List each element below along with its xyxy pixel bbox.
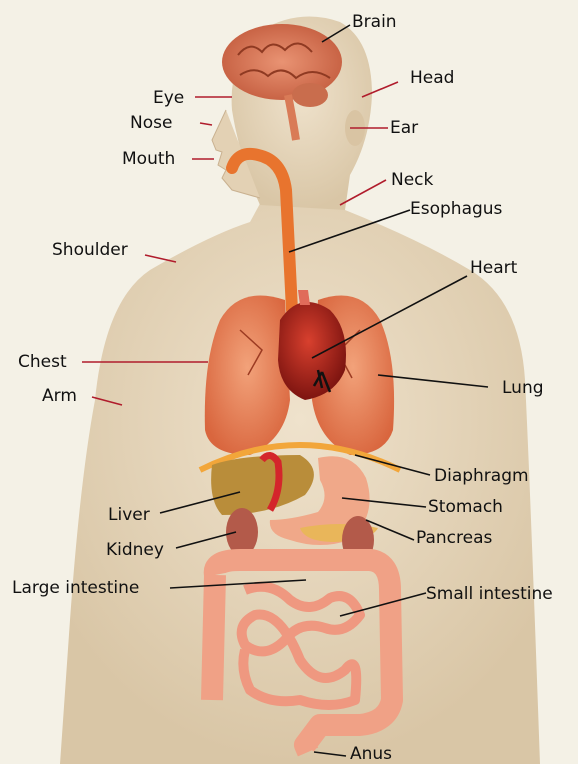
label-liver: Liver xyxy=(108,505,150,525)
label-neck: Neck xyxy=(391,170,433,190)
label-ear: Ear xyxy=(390,118,418,138)
label-lung: Lung xyxy=(502,378,544,398)
label-small-intestine: Small intestine xyxy=(426,584,553,604)
label-mouth: Mouth xyxy=(122,149,175,169)
label-heart: Heart xyxy=(470,258,517,278)
label-shoulder: Shoulder xyxy=(52,240,128,260)
label-kidney: Kidney xyxy=(106,540,164,560)
label-stomach: Stomach xyxy=(428,497,503,517)
label-head: Head xyxy=(410,68,454,88)
label-nose: Nose xyxy=(130,113,172,133)
label-large-intestine: Large intestine xyxy=(12,578,139,598)
label-diaphragm: Diaphragm xyxy=(434,466,529,486)
label-esophagus: Esophagus xyxy=(410,199,502,219)
leader-nose xyxy=(200,123,212,125)
label-eye: Eye xyxy=(153,88,184,108)
label-arm: Arm xyxy=(42,386,77,406)
label-pancreas: Pancreas xyxy=(416,528,492,548)
label-anus: Anus xyxy=(350,744,392,764)
kidney-left-organ xyxy=(226,508,258,556)
label-brain: Brain xyxy=(352,12,397,32)
label-chest: Chest xyxy=(18,352,67,372)
